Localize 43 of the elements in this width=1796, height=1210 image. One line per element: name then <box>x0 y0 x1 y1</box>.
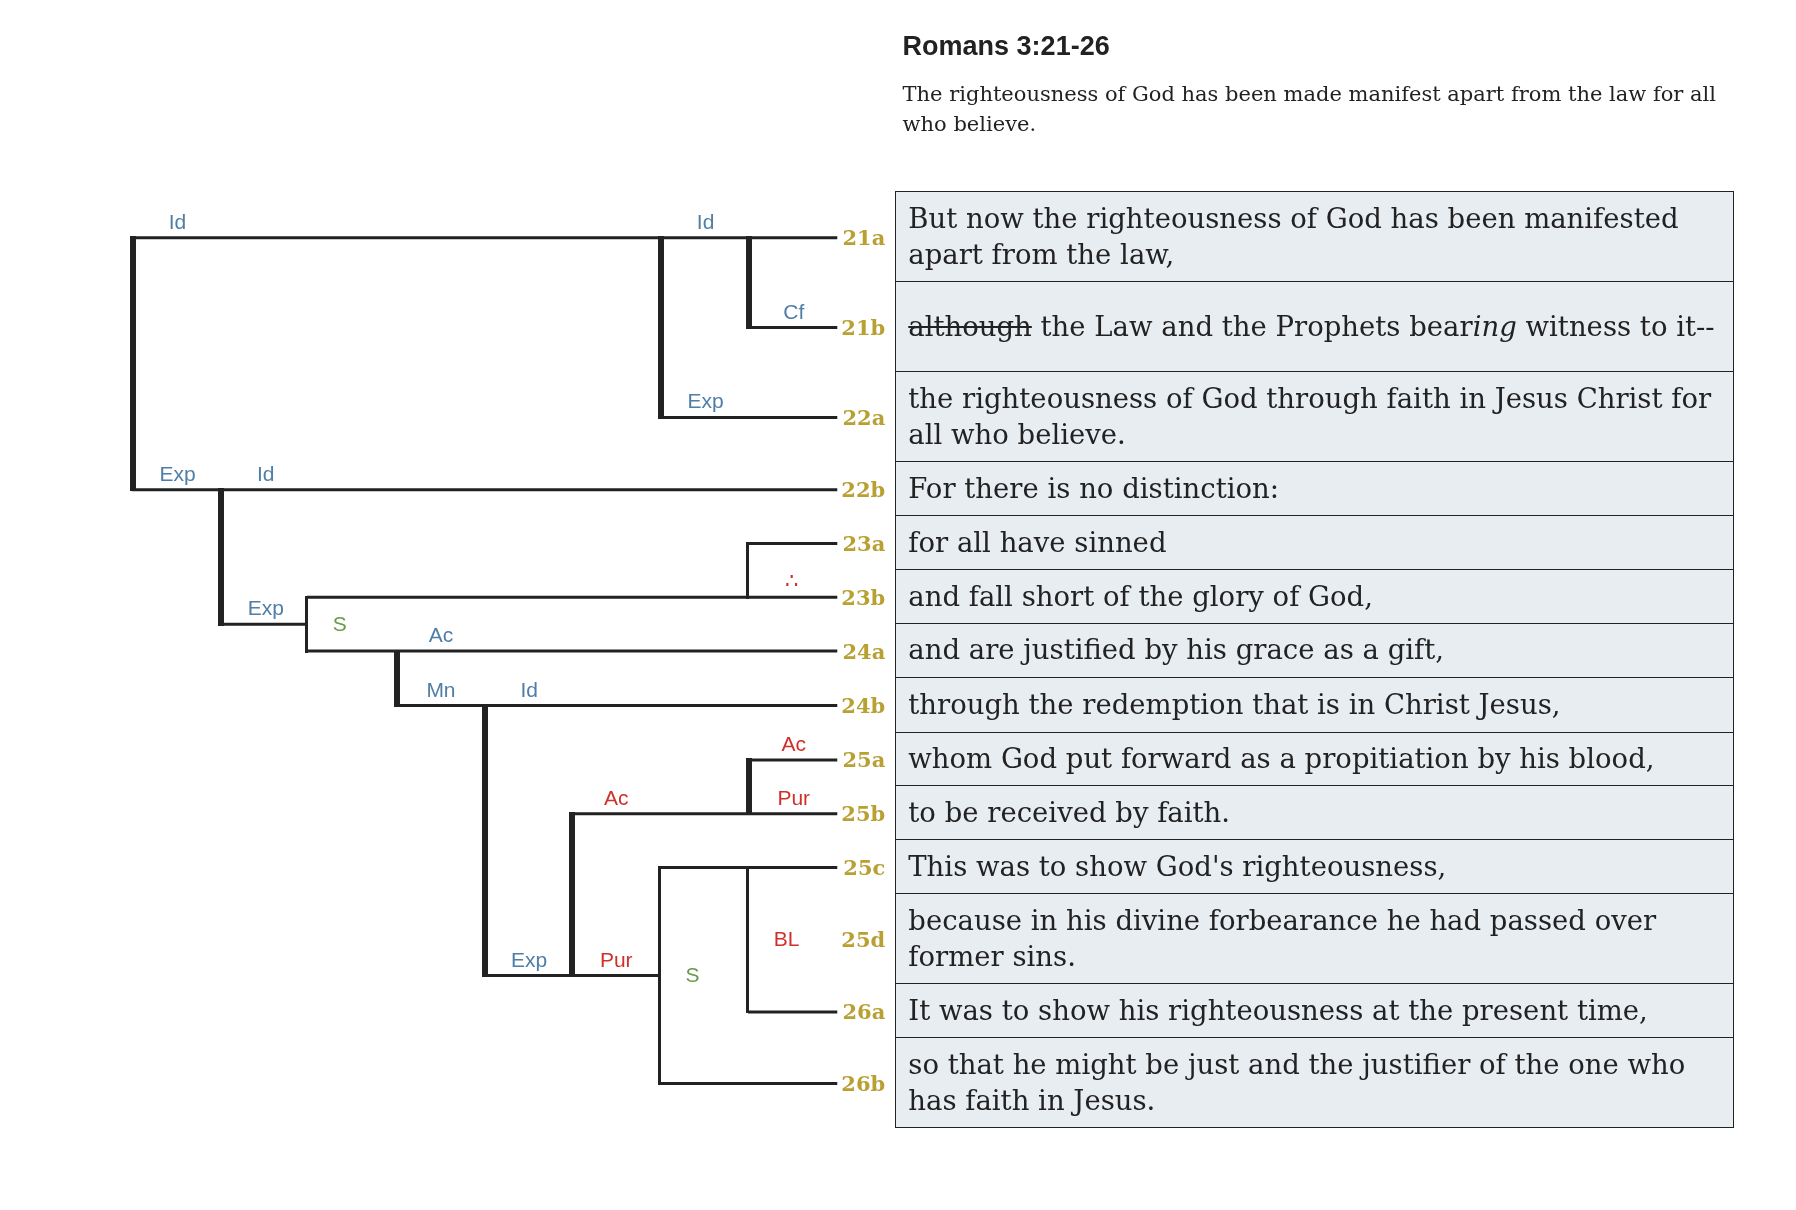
verse-text-cell: because in his divine forbearance he had passed over former sins. <box>895 893 1735 985</box>
verse-reference: 26b <box>840 1070 887 1096</box>
relation-label: ∴ <box>785 569 799 594</box>
bracket-arm <box>747 866 838 870</box>
relation-label: S <box>685 963 700 987</box>
bracket-arm <box>306 595 748 599</box>
verse-text-cell: and fall short of the glory of God, <box>895 568 1735 625</box>
verse-text-cell: whom God put forward as a propitiation by his blood, <box>895 731 1735 787</box>
bracket-arm <box>747 1010 838 1014</box>
bracket-arm <box>659 866 748 870</box>
verse-reference: 25c <box>842 855 887 881</box>
verse-reference: 25a <box>841 747 887 773</box>
verse-reference: 21b <box>840 315 887 341</box>
bracket-arm <box>747 595 838 599</box>
verse-reference: 26a <box>841 999 887 1025</box>
verse-text-cell: the righteousness of God through faith in Jesus Christ for all who believe. <box>895 370 1735 463</box>
verse-text-cell: although the Law and the Prophets bearing witness to it-- <box>895 281 1735 373</box>
bracket-arm <box>306 649 396 653</box>
verse-reference: 21a <box>841 225 887 251</box>
relation-label: BL <box>773 927 800 952</box>
bracket-line <box>746 866 802 1014</box>
relation-label: S <box>332 611 347 636</box>
bracket-arm <box>659 1081 838 1085</box>
verse-text-cell: to be received by faith. <box>895 785 1735 841</box>
verse-reference: 23b <box>840 584 887 610</box>
verse-reference: 22b <box>840 477 887 503</box>
verse-reference: 23a <box>841 530 887 556</box>
verse-text-cell: and are justified by his grace as a gift, <box>895 622 1735 679</box>
verse-reference: 24a <box>841 638 887 664</box>
title: Romans 3:21-26 <box>902 30 1110 62</box>
subtitle: The righteousness of God has been made manifest apart from the law for all who believe. <box>902 81 1717 138</box>
bracket-arm <box>747 541 838 545</box>
verse-reference: 22a <box>841 404 887 430</box>
verse-text-cell: For there is no distinction: <box>895 461 1735 517</box>
verse-text-cell: through the redemption that is in Christ Jesus, <box>895 676 1735 733</box>
verse-text-cell: so that he might be just and the justifier of the one who has faith in Jesus. <box>895 1037 1735 1129</box>
verse-reference: 25d <box>840 927 887 953</box>
verse-text-cell: This was to show God's righteousness, <box>895 839 1735 895</box>
verse-reference: 25b <box>840 801 887 827</box>
verse-text-cell: for all have sinned <box>895 515 1735 571</box>
verse-text-cell: But now the righteousness of God has been manifested apart from the law, <box>895 190 1735 283</box>
verse-text-cell: It was to show his righteousness at the present time, <box>895 983 1735 1039</box>
verse-reference: 24b <box>840 693 887 718</box>
